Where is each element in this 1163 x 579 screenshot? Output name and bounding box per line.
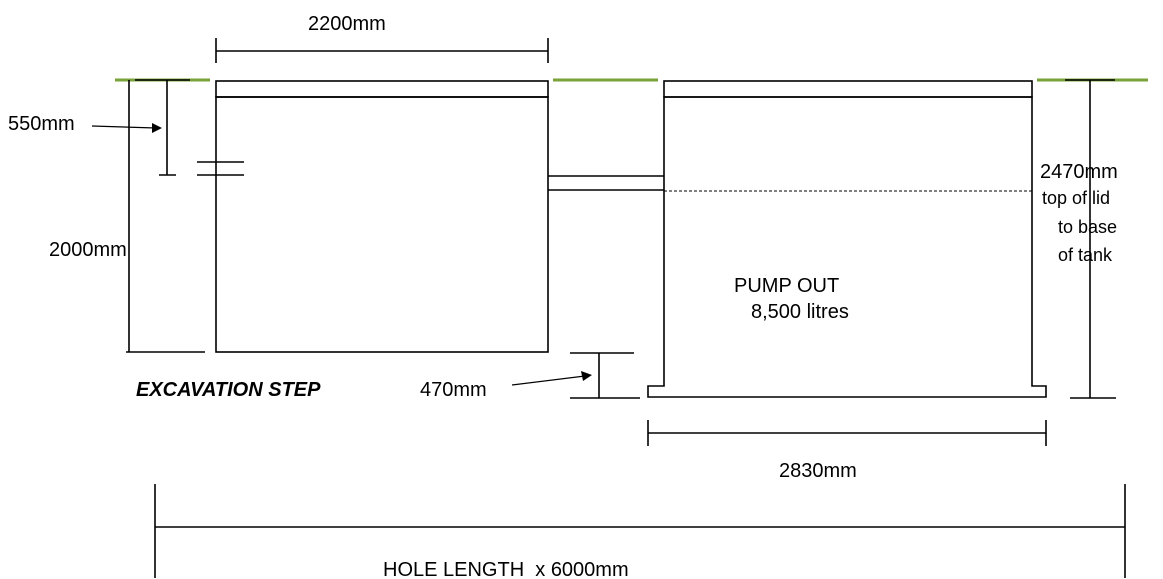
septic-tank [197, 80, 549, 353]
depth-2470-note-3: of tank [1058, 245, 1113, 265]
depth-2470-note-1: top of lid [1042, 188, 1110, 208]
depth-2470-note-2: to base [1058, 217, 1117, 237]
pump-width-label: 2830mm [779, 460, 857, 482]
depth-2000-label: 2000mm [49, 239, 127, 261]
dimension-2470 [1070, 80, 1116, 399]
depth-550-label: 550mm [8, 113, 75, 135]
connecting-pipe [548, 175, 664, 191]
tank-width-label: 2200mm [308, 13, 386, 35]
pump-out-volume: 8,500 litres [751, 301, 849, 323]
hole-length-label: HOLE LENGTH x 6000mm [383, 559, 629, 579]
dimension-470 [511, 352, 640, 399]
excavation-step-label: EXCAVATION STEP [136, 379, 321, 401]
dimension-2000 [126, 80, 205, 353]
dimension-hole-length [154, 484, 1126, 578]
dimension-2830 [647, 420, 1047, 446]
pump-out-tank [647, 80, 1047, 398]
depth-2470-label: 2470mm [1040, 161, 1118, 183]
pump-out-title: PUMP OUT [734, 275, 839, 297]
dimension-2200 [215, 38, 549, 63]
step-height-label: 470mm [420, 379, 487, 401]
dimension-550 [91, 80, 176, 176]
